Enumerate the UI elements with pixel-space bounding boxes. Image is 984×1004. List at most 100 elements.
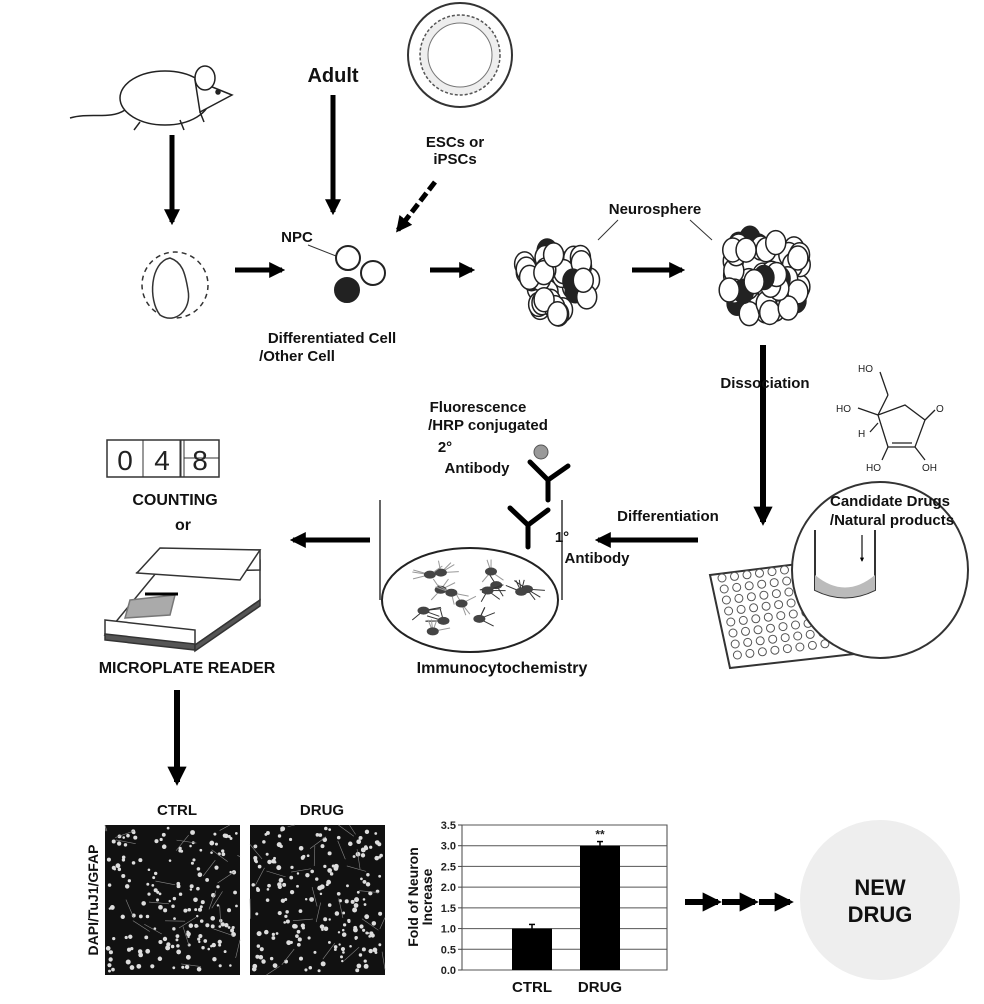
cell-nucleus (132, 831, 136, 835)
cell-nucleus (227, 908, 232, 913)
counter-digit: 0 (117, 445, 133, 476)
cell-nucleus (286, 940, 292, 946)
cell-nucleus (189, 888, 193, 891)
well (736, 604, 746, 614)
well (721, 595, 731, 605)
well (795, 642, 805, 652)
well (730, 571, 739, 581)
cell-nucleus (184, 964, 190, 970)
cell-nucleus (108, 907, 112, 910)
cell-nucleus (342, 951, 345, 954)
well (719, 584, 729, 594)
cell-nucleus (162, 936, 168, 942)
neurite (292, 918, 313, 921)
cell-nucleus (265, 898, 270, 902)
cell-nucleus (205, 923, 210, 928)
cell-nucleus (333, 948, 337, 952)
cell-nucleus (352, 907, 358, 913)
cell-nucleus (172, 927, 176, 931)
cell-nucleus (344, 899, 349, 904)
cell-nucleus (321, 928, 324, 931)
cell-nucleus (275, 932, 279, 935)
cell-nucleus (254, 860, 258, 864)
cell-nucleus (193, 897, 198, 903)
cell-nucleus (304, 898, 308, 901)
cell-nucleus (284, 914, 288, 919)
cell-nucleus (186, 930, 190, 934)
neurite (337, 840, 346, 860)
cell-nucleus (374, 855, 379, 861)
or-label: or (175, 517, 191, 534)
cell-nucleus (224, 833, 229, 839)
fluorescent-tag (533, 444, 549, 460)
microplate-reader-label: MICROPLATE READER (99, 660, 276, 677)
cell-nucleus (266, 831, 270, 835)
well (753, 625, 763, 635)
well (732, 582, 742, 592)
cell-nucleus (259, 947, 264, 952)
cell-nucleus (231, 925, 235, 930)
cell-nucleus (197, 907, 203, 912)
cell-nucleus (285, 919, 290, 924)
cell-nucleus (152, 876, 156, 880)
cell-nucleus (165, 945, 171, 951)
cell-nucleus (126, 947, 132, 952)
sphere-cell (735, 237, 757, 263)
neurite (104, 824, 108, 832)
well (746, 592, 756, 602)
cell-nucleus (216, 904, 220, 907)
cell-nucleus (356, 963, 362, 969)
cell-nucleus (205, 878, 210, 882)
well (784, 587, 794, 597)
neuron-cell (515, 587, 528, 596)
neuron-cell (426, 627, 439, 636)
cell-nucleus (336, 835, 341, 840)
fluorescence-label: Fluorescence (430, 399, 527, 416)
cell-nucleus (223, 950, 227, 954)
other-cell-label: /Other Cell (259, 348, 335, 365)
cell-nucleus (121, 873, 126, 879)
chem-o-label: O (936, 404, 944, 415)
cell-nucleus (364, 914, 370, 920)
neuron-cell (437, 616, 450, 625)
cell-nucleus (338, 943, 341, 946)
dissociation-label: Dissociation (720, 375, 809, 392)
cell-nucleus (337, 931, 341, 934)
cell-nucleus (229, 837, 233, 840)
cell-nucleus (176, 944, 180, 948)
cell-nucleus (273, 856, 277, 860)
cell-nucleus (358, 835, 363, 840)
well (763, 612, 773, 622)
cell-nucleus (340, 955, 344, 959)
cell-nucleus (154, 839, 159, 844)
cell-nucleus (356, 839, 362, 845)
stain-label: DAPI/TuJ1/GFAP (85, 845, 101, 956)
cell-nucleus (366, 873, 370, 877)
cell-nucleus (229, 870, 232, 874)
drug-image-label: DRUG (300, 802, 344, 819)
sphere-cell (533, 259, 555, 286)
cell-nucleus (235, 904, 238, 908)
differentiation-label: Differentiation (617, 508, 719, 525)
cell-nucleus (262, 840, 266, 844)
cell-nucleus (361, 848, 365, 852)
cell-nucleus (329, 872, 334, 876)
well (791, 620, 800, 630)
cell-nucleus (276, 865, 282, 871)
cell-nucleus (175, 938, 179, 942)
cell-nucleus (133, 835, 138, 840)
neurite (181, 963, 202, 967)
cell-nucleus (297, 937, 302, 942)
well (730, 639, 740, 649)
new-drug-label: DRUG (848, 902, 913, 927)
cell-nucleus (190, 830, 195, 835)
neurite (178, 917, 197, 929)
cell-nucleus (280, 898, 286, 903)
neuron-cell (484, 567, 497, 576)
cell-nucleus (138, 952, 144, 958)
cell-nucleus (368, 891, 373, 896)
cell-nucleus (269, 956, 274, 961)
cell-nucleus (295, 934, 299, 938)
secondary-degree-label: 2° (438, 439, 452, 456)
well (743, 637, 753, 647)
